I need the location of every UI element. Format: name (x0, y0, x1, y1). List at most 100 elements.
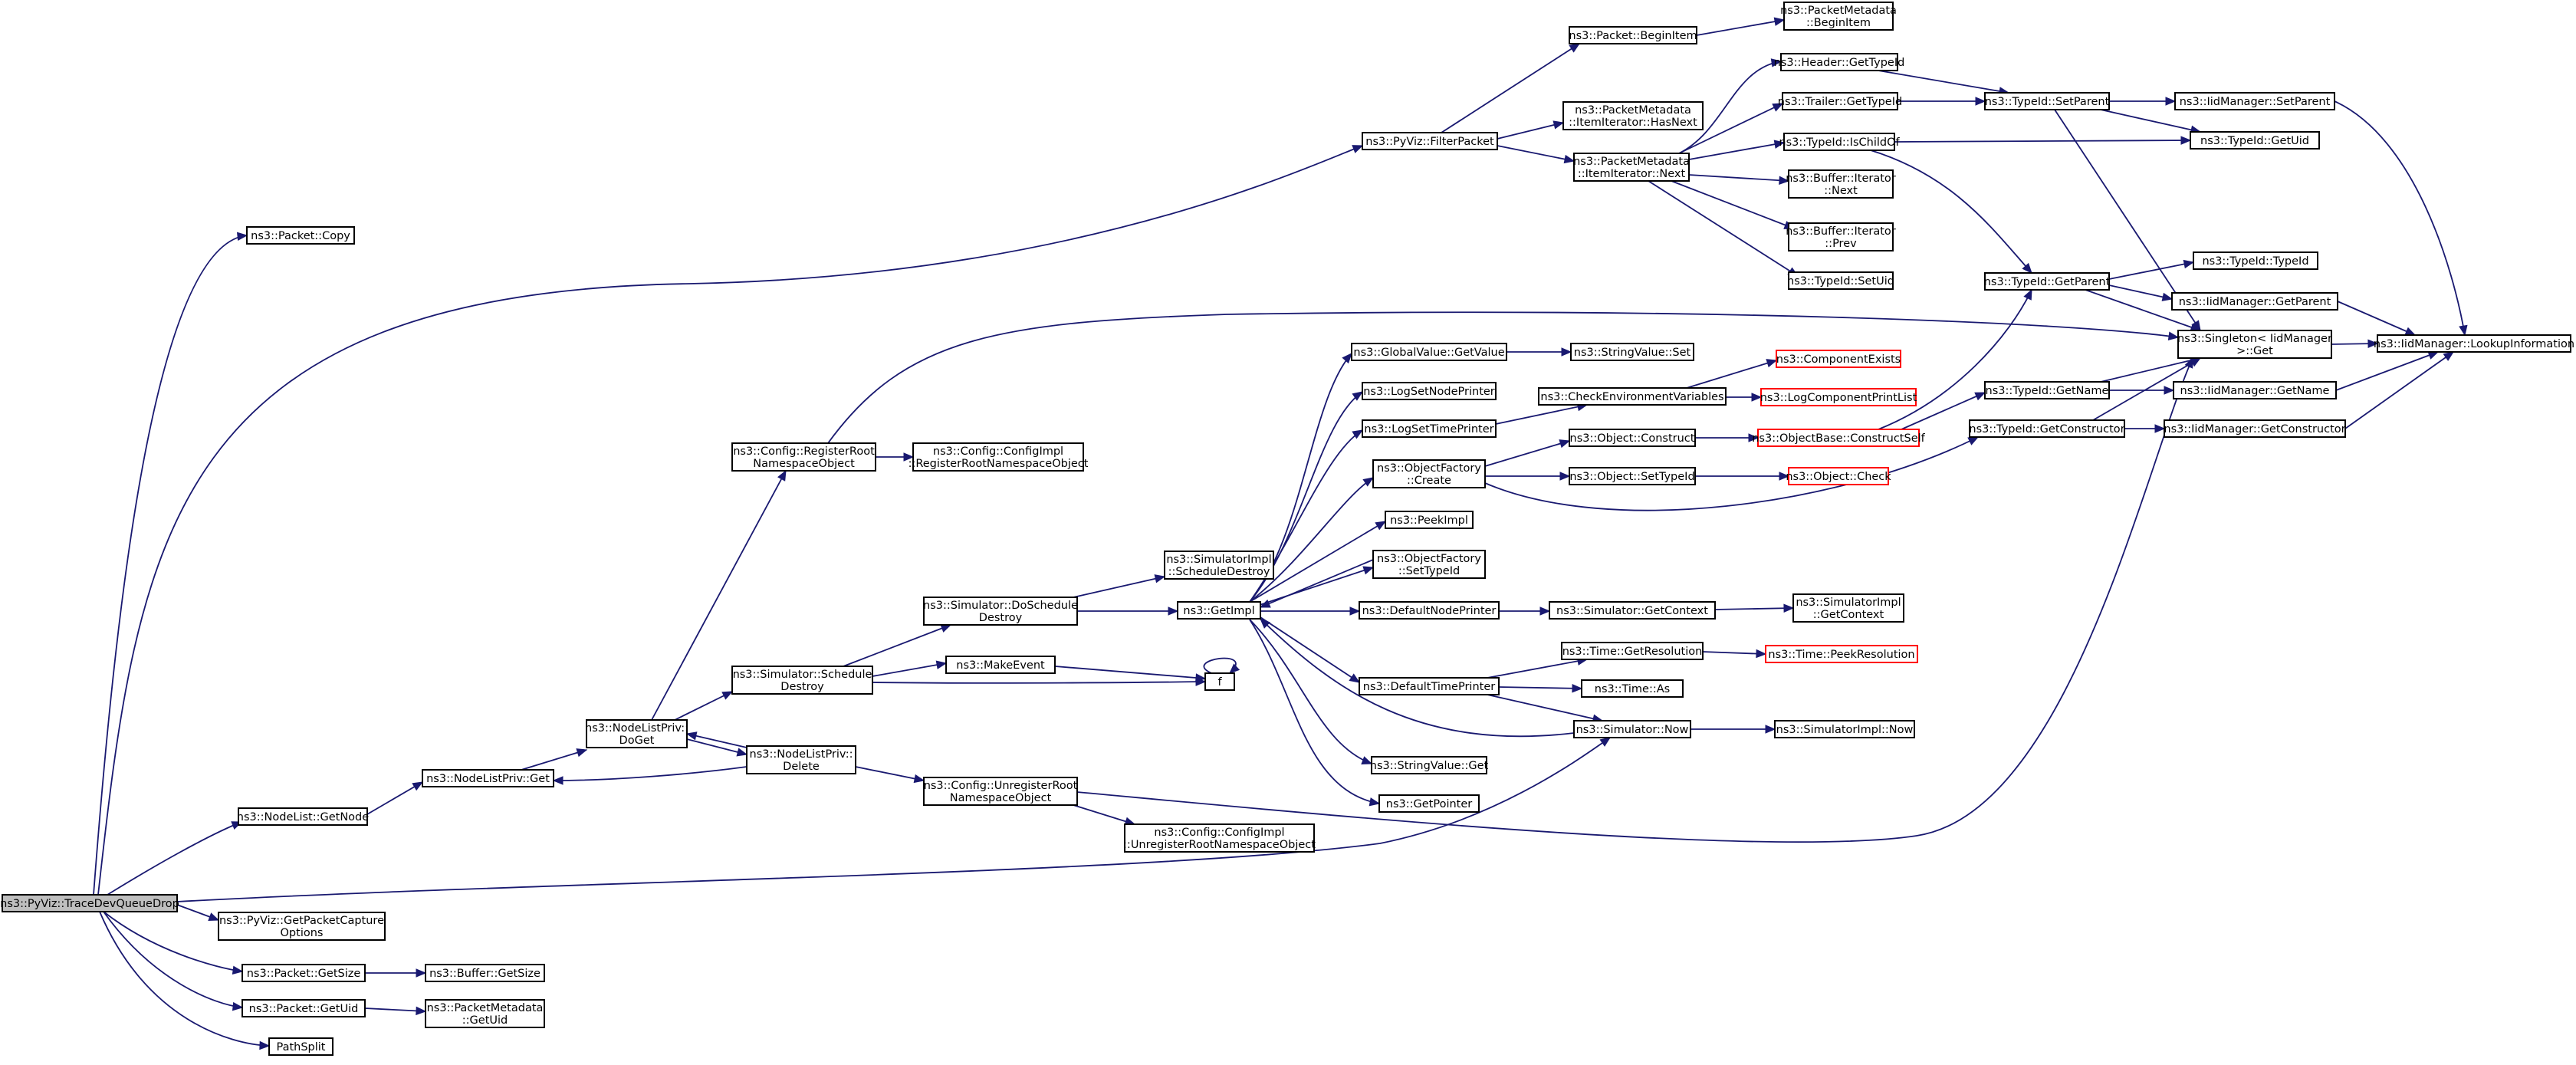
graph-node-defnode[interactable]: ns3::DefaultNodePrinter (1359, 601, 1500, 620)
graph-node-lookup[interactable]: ns3::IidManager::LookupInformation (2374, 334, 2574, 353)
edge-line (1894, 140, 2191, 143)
arrow-head-icon (721, 691, 734, 700)
arrow-head-icon (236, 232, 248, 242)
edge-next-to-bufnext (1688, 174, 1790, 185)
graph-node-checkenv[interactable]: ns3::CheckEnvironmentVariables (1538, 387, 1727, 406)
graph-node-lognode[interactable]: ns3::LogSetNodePrinter (1362, 382, 1497, 400)
graph-node-getname[interactable]: ns3::TypeId::GetName (1984, 381, 2110, 399)
node-label: ::Prev (1825, 238, 1857, 250)
edge-filter-to-hasnext (1497, 120, 1565, 140)
graph-node-logcomp[interactable]: ns3::LogComponentPrintList (1760, 388, 1917, 406)
graph-node-peekimpl[interactable]: ns3::PeekImpl (1385, 511, 1474, 529)
graph-node-copy[interactable]: ns3::Packet::Copy (246, 226, 355, 245)
graph-node-hasnext[interactable]: ns3::PacketMetadata::ItemIterator::HasNe… (1562, 101, 1704, 130)
arrow-head-icon (736, 748, 748, 757)
graph-node-implreg[interactable]: ns3::Config::ConfigImpl::RegisterRootNam… (909, 442, 1089, 472)
edge-dosched-to-simschd (1073, 574, 1166, 598)
graph-node-hdrtid[interactable]: ns3::Header::GetTypeId (1774, 53, 1905, 71)
graph-node-objconstruct[interactable]: ns3::Object::Construct (1569, 429, 1696, 447)
graph-node-getsize[interactable]: ns3::Packet::GetSize (242, 964, 366, 982)
graph-node-pathsplit[interactable]: PathSplit (268, 1037, 334, 1056)
node-label: ::ItemIterator::HasNext (1569, 117, 1697, 129)
graph-node-svset[interactable]: ns3::StringValue::Set (1570, 343, 1694, 361)
graph-node-tidgetuid[interactable]: ns3::TypeId::GetUid (2190, 131, 2320, 150)
arrow-head-icon (1770, 58, 1783, 67)
graph-node-objcheck[interactable]: ns3::Object::Check (1786, 467, 1891, 485)
graph-node-iidgetctor[interactable]: ns3::IidManager::GetConstructor (2164, 419, 2346, 438)
graph-node-makeevent[interactable]: ns3::MakeEvent (945, 656, 1056, 674)
edge-objsettid-to-objcheck (1695, 472, 1790, 481)
graph-node-deftime[interactable]: ns3::DefaultTimePrinter (1359, 677, 1500, 695)
edge-ofcreate-to-objconstruct (1484, 439, 1571, 467)
graph-node-singleton[interactable]: ns3::Singleton< IidManager>::Get (2177, 330, 2332, 359)
graph-node-logtime[interactable]: ns3::LogSetTimePrinter (1362, 419, 1497, 438)
graph-node-bufnext[interactable]: ns3::Buffer::Iterator::Next (1786, 169, 1896, 199)
arrow-head-icon (1362, 566, 1375, 575)
graph-node-setuid[interactable]: ns3::TypeId::SetUid (1787, 271, 1894, 290)
graph-node-nlpget[interactable]: ns3::NodeListPriv::Get (422, 769, 554, 787)
node-label: ns3::Simulator::DoSchedule (923, 600, 1078, 612)
graph-node-ofsettid[interactable]: ns3::ObjectFactory::SetTypeId (1372, 550, 1486, 579)
node-box (2174, 92, 2335, 110)
graph-node-getres[interactable]: ns3::Time::GetResolution (1561, 642, 1704, 660)
graph-node-peekres[interactable]: ns3::Time::PeekResolution (1765, 645, 1918, 663)
graph-node-getnode[interactable]: ns3::NodeList::GetNode (237, 807, 369, 826)
edge-line (1714, 607, 1794, 610)
node-label: ns3::PacketMetadata (1575, 104, 1691, 117)
graph-node-setparent[interactable]: ns3::TypeId::SetParent (1984, 92, 2110, 110)
graph-node-ofcreate[interactable]: ns3::ObjectFactory::Create (1372, 459, 1486, 488)
graph-node-now[interactable]: ns3::Simulator::Now (1573, 720, 1691, 738)
graph-node-doget[interactable]: ns3::NodeListPriv::DoGet (585, 719, 688, 748)
graph-node-simimplnow[interactable]: ns3::SimulatorImpl::Now (1774, 720, 1915, 738)
edge-dosched-to-getimpl (1077, 606, 1179, 616)
node-box (1783, 133, 1895, 151)
graph-node-compexists[interactable]: ns3::ComponentExists (1776, 350, 1901, 368)
edge-delete-to-unreg (855, 766, 925, 784)
graph-node-unreg[interactable]: ns3::Config::UnregisterRootNamespaceObje… (923, 777, 1078, 806)
graph-node-timeas[interactable]: ns3::Time::As (1581, 679, 1684, 698)
graph-node-getuid[interactable]: ns3::Packet::GetUid (242, 999, 366, 1017)
graph-node-getparent[interactable]: ns3::TypeId::GetParent (1984, 272, 2111, 291)
graph-node-svget[interactable]: ns3::StringValue::Get (1370, 756, 1489, 774)
graph-node-bufsize[interactable]: ns3::Buffer::GetSize (425, 964, 545, 982)
graph-node-getctx[interactable]: ns3::Simulator::GetContext (1549, 601, 1716, 620)
node-box (1569, 26, 1697, 44)
graph-node-filter[interactable]: ns3::PyViz::FilterPacket (1362, 132, 1498, 150)
edge-line (107, 821, 242, 896)
node-label: ns3::Trailer::GetTypeId (1778, 96, 1902, 108)
graph-node-regroot[interactable]: ns3::Config::RegisterRootNamespaceObject (731, 442, 876, 472)
arrow-head-icon (1773, 17, 1786, 26)
graph-node-getptr[interactable]: ns3::GetPointer (1378, 794, 1480, 813)
graph-node-constructself[interactable]: ns3::ObjectBase::ConstructSelf (1752, 429, 1926, 447)
graph-node-iidsetparent[interactable]: ns3::IidManager::SetParent (2174, 92, 2335, 110)
graph-node-ischild[interactable]: ns3::TypeId::IsChildOf (1779, 133, 1900, 151)
graph-node-root[interactable]: ns3::PyViz::TraceDevQueueDrop (0, 894, 179, 912)
graph-node-trltid[interactable]: ns3::Trailer::GetTypeId (1778, 92, 1902, 110)
graph-node-implunreg[interactable]: ns3::Config::ConfigImpl::UnregisterRootN… (1123, 823, 1316, 853)
graph-node-pmbegin[interactable]: ns3::PacketMetadata::BeginItem (1780, 2, 1897, 31)
node-label: ns3::StringValue::Set (1574, 347, 1691, 359)
graph-node-getctor[interactable]: ns3::TypeId::GetConstructor (1969, 419, 2125, 438)
graph-node-getimpl[interactable]: ns3::GetImpl (1177, 601, 1261, 620)
graph-node-next[interactable]: ns3::PacketMetadata::ItemIterator::Next (1573, 153, 1690, 182)
graph-node-simimplctx[interactable]: ns3::SimulatorImpl::GetContext (1792, 593, 1904, 623)
edge-delete-to-nlpget (552, 766, 748, 785)
node-box (425, 999, 545, 1028)
graph-node-iidgetname[interactable]: ns3::IidManager::GetName (2173, 381, 2337, 399)
graph-node-gvget[interactable]: ns3::GlobalValue::GetValue (1351, 343, 1507, 361)
edge-next-to-ischild (1688, 140, 1786, 160)
graph-node-delete[interactable]: ns3::NodeListPriv::Delete (746, 745, 856, 774)
graph-node-begin[interactable]: ns3::Packet::BeginItem (1569, 26, 1697, 44)
graph-node-simschd[interactable]: ns3::SimulatorImpl::ScheduleDestroy (1164, 551, 1274, 580)
graph-node-pmgetuid[interactable]: ns3::PacketMetadata::GetUid (425, 999, 545, 1028)
graph-node-f[interactable]: f (1204, 672, 1235, 691)
graph-node-iidgetparent[interactable]: ns3::IidManager::GetParent (2171, 292, 2338, 311)
graph-node-objsettid[interactable]: ns3::Object::SetTypeId (1569, 467, 1696, 485)
edge-line (827, 311, 2179, 444)
graph-node-bufprev[interactable]: ns3::Buffer::Iterator::Prev (1786, 222, 1896, 251)
graph-node-schedd[interactable]: ns3::Simulator::ScheduleDestroy (731, 666, 873, 695)
edge-line (1257, 567, 1374, 606)
graph-node-tidtid[interactable]: ns3::TypeId::TypeId (2193, 251, 2318, 270)
